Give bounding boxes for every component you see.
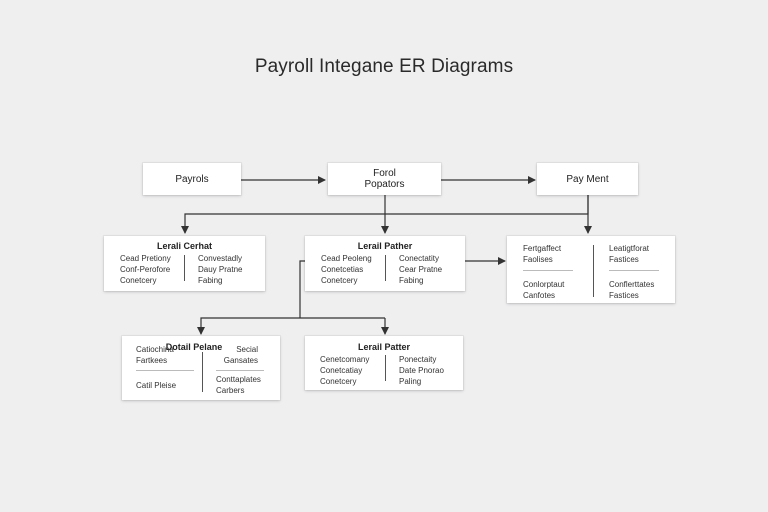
entity-bottom-left-hdiv-right (216, 370, 264, 371)
node-popators-label-line2: Popators (364, 179, 405, 190)
entity-right-attr: Conflerttates (609, 280, 655, 289)
entity-middle[interactable]: Lerail Pather Cead Peoleng Conetcetias C… (305, 236, 465, 291)
entity-left-attr: Fabing (198, 276, 223, 285)
edge-lower-bus-left (197, 317, 385, 335)
entity-left-attr: Conf-Perofore (120, 265, 171, 274)
entity-middle-attr: Conectatity (399, 254, 440, 263)
entity-bottom-middle-attr: Cenetcomany (320, 355, 370, 364)
edge-middle-to-lower-bus (299, 260, 305, 318)
entity-bottom-middle-col-left: Cenetcomany Conetcatiay Conetcery (320, 354, 369, 387)
entity-right-attr: Conlorptaut (523, 280, 565, 289)
entity-bottom-left-attr: Secial (236, 345, 258, 354)
entity-right[interactable]: Fertgaffect Faolises Leatigtforat Fastic… (507, 236, 675, 303)
entity-right-divider (593, 245, 594, 297)
entity-middle-attr: Fabing (399, 276, 424, 285)
entity-right-attr: Leatigtforat (609, 244, 650, 253)
entity-bottom-left-divider (202, 352, 203, 392)
entity-right-attr: Fastices (609, 255, 639, 264)
entity-right-hdiv-right (609, 270, 659, 271)
entity-right-top-left: Fertgaffect Faolises (523, 243, 561, 265)
entity-bottom-middle[interactable]: Lerail Patter Cenetcomany Conetcatiay Co… (305, 336, 463, 390)
entity-right-bottom-left: Conlorptaut Canfotes (523, 279, 564, 301)
entity-bottom-left-top-left: Catiochina Fartkees (136, 344, 174, 366)
entity-bottom-middle-col-right: Ponectaity Date Pnorao Paling (399, 354, 444, 387)
entity-right-attr: Faolises (523, 255, 553, 264)
diagram-title: Payroll Integane ER Diagrams (254, 56, 514, 77)
entity-bottom-left-title: Dotail Pelane (165, 342, 223, 352)
entity-right-attr: Canfotes (523, 291, 556, 300)
entity-middle-divider (385, 255, 386, 281)
entity-bottom-left-attr: Conttaplates (216, 375, 261, 384)
entity-middle-attr: Conetcery (321, 276, 358, 285)
entity-left-attr: Dauy Pratne (198, 265, 243, 274)
entity-bottom-left-attr: Fartkees (136, 356, 168, 365)
entity-bottom-left-hdiv-left (136, 370, 194, 371)
entity-left-title: Lerali Cerhat (156, 241, 213, 251)
entity-right-hdiv-left (523, 270, 573, 271)
entity-bottom-middle-divider (385, 355, 386, 381)
entity-right-top-right: Leatigtforat Fastices (609, 243, 649, 265)
entity-bottom-middle-attr: Conetcatiay (320, 366, 363, 375)
entity-bottom-left-attr: Carbers (216, 386, 245, 395)
entity-left-col-left: Cead Pretiony Conf-Perofore Conetcery (120, 253, 171, 286)
entity-bottom-left-bottom-right: Conttaplates Carbers (216, 374, 261, 396)
entity-bottom-left-top-right: Secial Gansates (220, 344, 258, 366)
entity-bottom-middle-title: Lerail Patter (357, 342, 411, 352)
entity-right-attr: Fastices (609, 291, 639, 300)
entity-right-bottom-right: Conflerttates Fastices (609, 279, 654, 301)
node-payrols-label: Payrols (175, 173, 209, 185)
entity-middle-col-left: Cead Peoleng Conetcetias Conetcery (321, 253, 372, 286)
node-payroll-popators[interactable]: Forol Popators (328, 163, 441, 195)
entity-left[interactable]: Lerali Cerhat Cead Pretiony Conf-Perofor… (104, 236, 265, 291)
entity-left-attr: Conetcery (120, 276, 157, 285)
entity-bottom-middle-attr: Ponectaity (399, 355, 437, 364)
node-payrols[interactable]: Payrols (143, 163, 241, 195)
entity-bottom-middle-attr: Conetcery (320, 377, 357, 386)
node-payment[interactable]: Pay Ment (537, 163, 638, 195)
entity-right-attr: Fertgaffect (523, 244, 562, 253)
entity-bottom-left-attr: Catil Pleise (136, 381, 177, 390)
node-popators-label-line1: Forol (373, 168, 396, 179)
entity-bottom-left-attr: Catiochina (136, 345, 174, 354)
entity-middle-attr: Conetcetias (321, 265, 364, 274)
entity-bottom-middle-attr: Paling (399, 377, 422, 386)
entity-bottom-left-attr: Gansates (223, 356, 258, 365)
entity-bottom-left[interactable]: Dotail Pelane Catiochina Fartkees Secial… (122, 336, 280, 400)
entity-middle-attr: Cead Peoleng (321, 254, 372, 263)
entity-left-col-right: Convestadly Dauy Pratne Fabing (198, 253, 242, 286)
entity-left-attr: Convestadly (198, 254, 243, 263)
entity-left-attr: Cead Pretiony (120, 254, 171, 263)
entity-middle-col-right: Conectatity Cear Pratne Fabing (399, 253, 442, 286)
edge-bus-to-left-entity (181, 195, 589, 234)
entity-middle-attr: Cear Pratne (399, 265, 443, 274)
entity-left-divider (184, 255, 185, 281)
node-payment-label: Pay Ment (566, 173, 609, 185)
entity-bottom-middle-attr: Date Pnorao (399, 366, 444, 375)
entity-middle-title: Lerail Pather (357, 241, 413, 251)
entity-bottom-left-bottom-left: Catil Pleise (136, 380, 176, 391)
